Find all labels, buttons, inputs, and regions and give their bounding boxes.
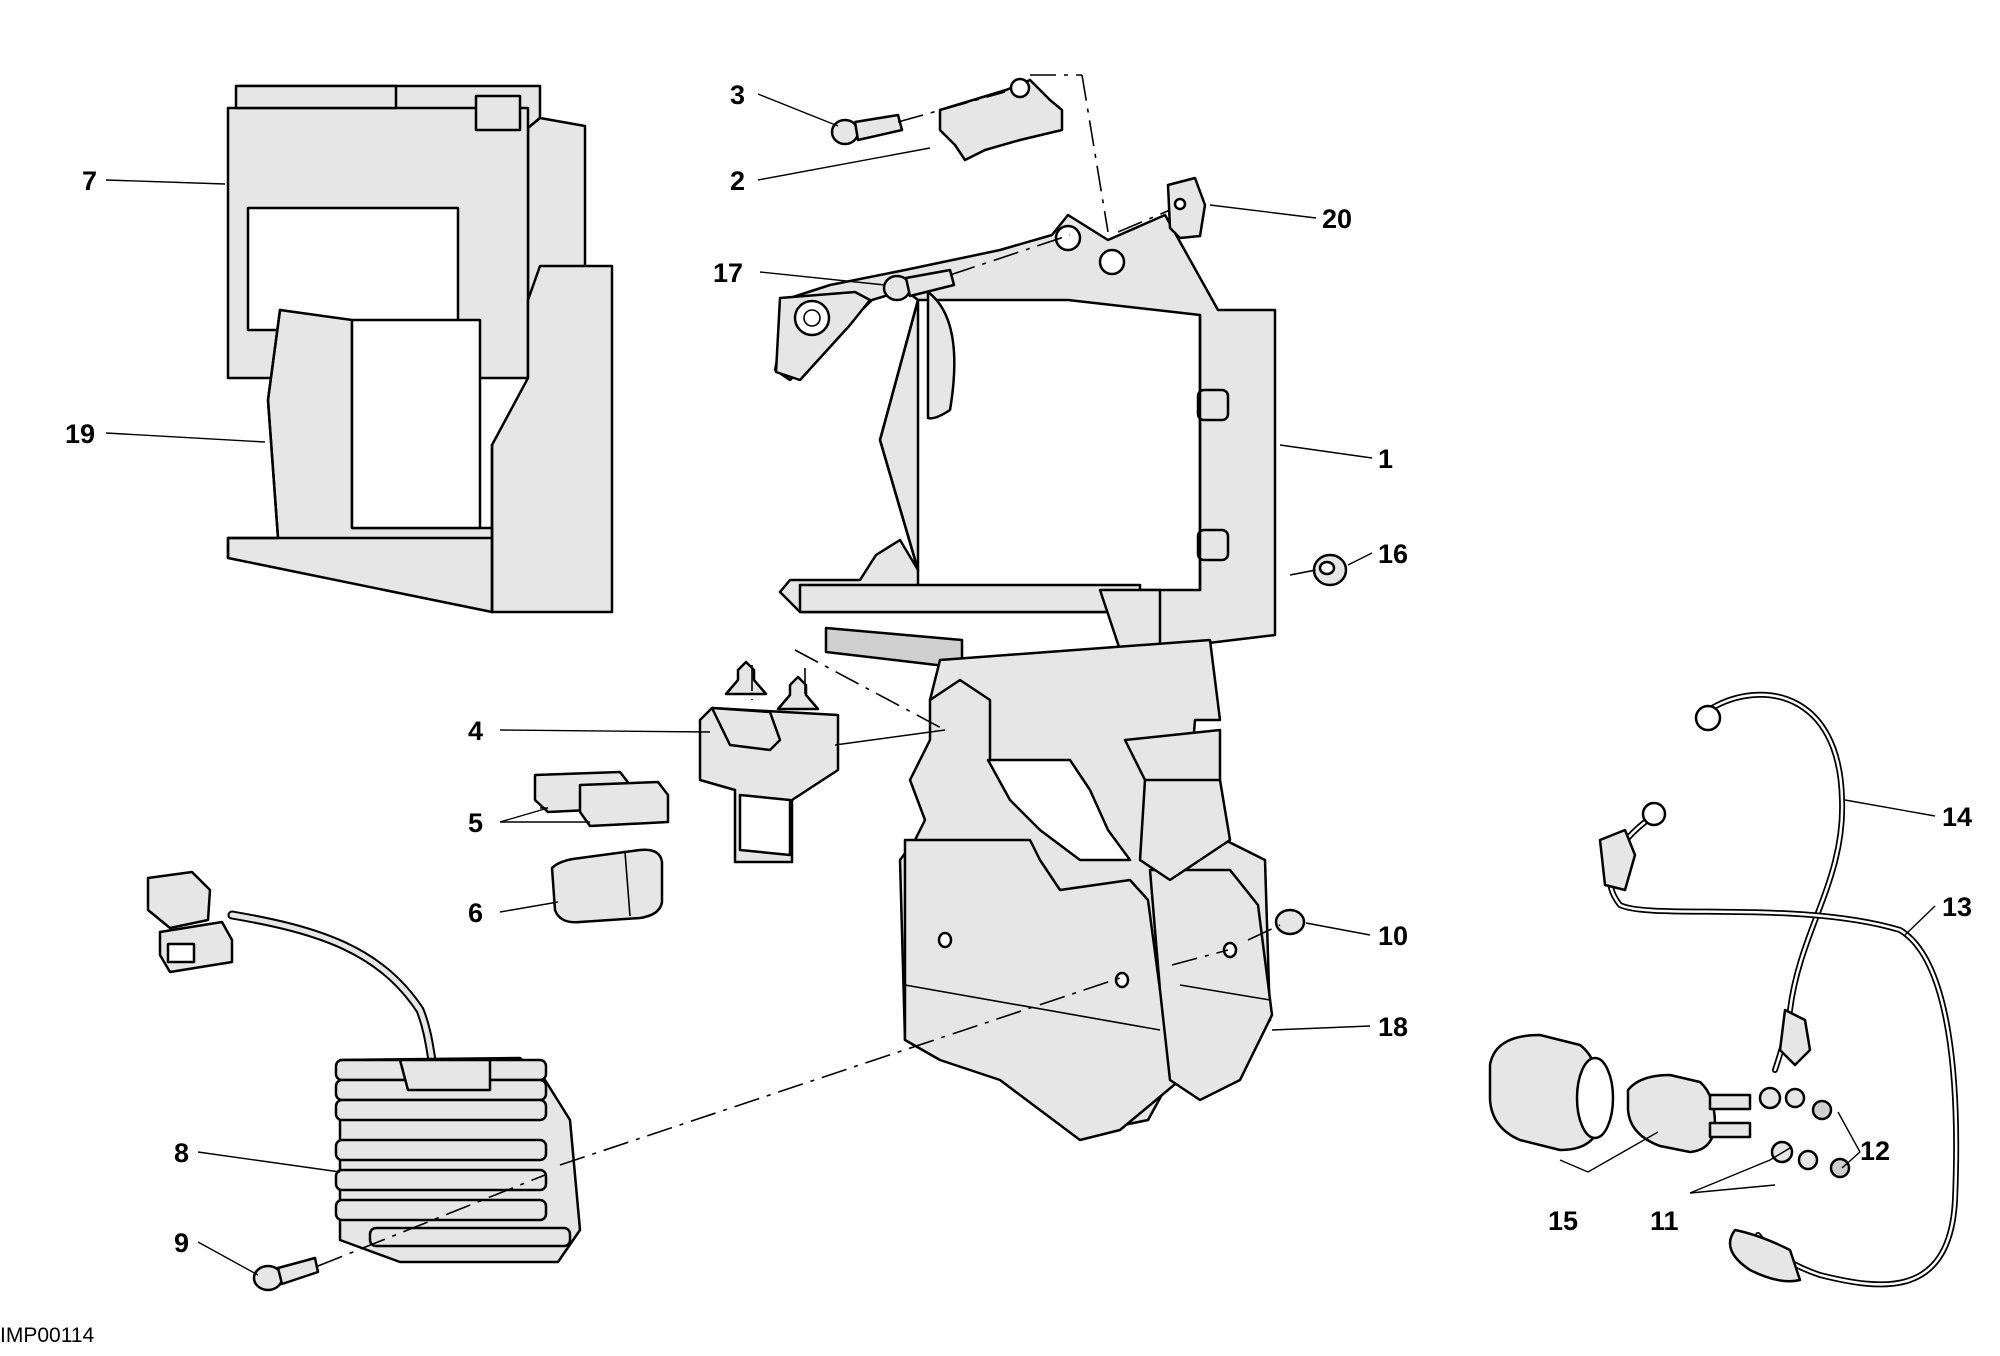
callout-11: 11 [1650, 1206, 1679, 1236]
starter-relays [533, 770, 670, 828]
cable-13 [1598, 801, 1960, 1288]
callout-1: 1 [1378, 444, 1393, 474]
voltage-regulator [146, 870, 582, 1264]
callout-18: 18 [1378, 1012, 1408, 1042]
leader-lines [105, 93, 1936, 1276]
cable-14 [1694, 691, 1846, 1073]
callout-16: 16 [1378, 539, 1408, 569]
callout-15: 15 [1548, 1206, 1578, 1236]
starter-solenoid [1488, 1033, 1851, 1179]
alignment-lines [317, 74, 1317, 1267]
callout-2: 2 [730, 166, 745, 196]
callout-13: 13 [1942, 892, 1972, 922]
callout-4: 4 [468, 716, 483, 746]
callout-8: 8 [174, 1138, 189, 1168]
battery-case [226, 264, 614, 614]
nut-10 [1274, 908, 1306, 936]
callout-6: 6 [468, 898, 483, 928]
callout-14: 14 [1942, 802, 1972, 832]
mounting-plate [898, 638, 1274, 1142]
callout-20: 20 [1322, 204, 1352, 234]
callout-labels: 1 2 3 4 5 6 7 8 9 10 11 12 13 14 15 16 1… [65, 80, 1972, 1258]
callout-19: 19 [65, 419, 95, 449]
relay-cover [550, 848, 664, 924]
grommet-16 [1312, 553, 1348, 587]
callout-10: 10 [1378, 921, 1408, 951]
callout-7: 7 [82, 166, 97, 196]
drawing-code: IMP00114 [0, 1324, 94, 1347]
screw-17 [882, 268, 956, 302]
battery-support-bracket [773, 213, 1277, 670]
callout-5: 5 [468, 808, 483, 838]
callout-17: 17 [713, 258, 743, 288]
clamp-2 [938, 77, 1064, 162]
callout-9: 9 [174, 1228, 189, 1258]
clip-nut-20 [1166, 176, 1207, 240]
relay-holder [698, 660, 840, 864]
screw-3 [830, 113, 904, 146]
screw-9 [252, 1256, 320, 1292]
callout-12: 12 [1860, 1136, 1890, 1166]
callout-3: 3 [730, 80, 745, 110]
